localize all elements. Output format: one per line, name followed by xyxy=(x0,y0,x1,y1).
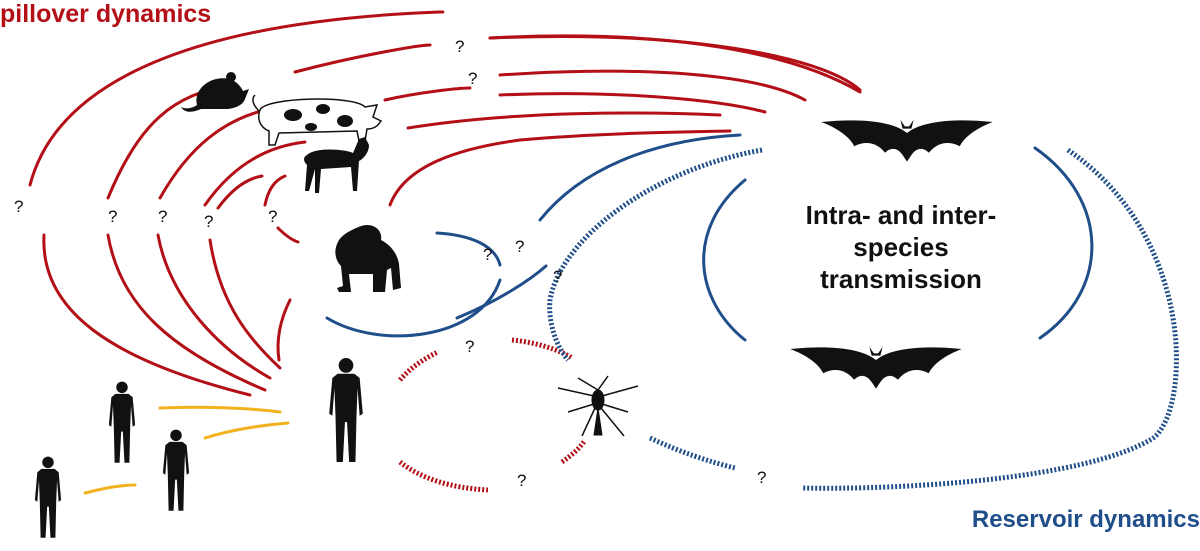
human-icon xyxy=(329,358,363,462)
transmission-label-line1: Intra- and inter- xyxy=(746,199,1056,231)
spillover-dynamics-title: pillover dynamics xyxy=(0,0,211,29)
reservoir-dynamics-title: Reservoir dynamics xyxy=(972,506,1200,534)
question-mark: ? xyxy=(468,69,477,88)
question-mark: ? xyxy=(108,207,117,226)
question-mark: ? xyxy=(158,207,167,226)
question-mark: ? xyxy=(483,245,492,264)
vector-spillover-arcs xyxy=(400,340,585,490)
chimpanzee-icon xyxy=(335,225,401,292)
mouse-icon xyxy=(181,72,249,112)
question-mark: ? xyxy=(14,197,23,216)
question-mark: ? xyxy=(204,212,213,231)
mosquito-icon xyxy=(558,376,638,436)
bat-icon xyxy=(821,120,993,162)
transmission-label-line2: species xyxy=(746,231,1056,263)
bat-icon xyxy=(790,347,962,389)
goat-icon xyxy=(304,137,369,193)
transmission-label: Intra- and inter- species transmission xyxy=(746,199,1056,295)
human-icon xyxy=(163,430,189,511)
question-mark: ? xyxy=(455,37,464,56)
question-mark: ? xyxy=(465,337,474,356)
question-mark: ? xyxy=(517,471,526,490)
transmission-label-line3: transmission xyxy=(746,263,1056,295)
question-mark: ? xyxy=(515,237,524,256)
spillover-arcs xyxy=(30,12,860,395)
question-mark: ? xyxy=(553,267,562,286)
human-icon xyxy=(35,457,61,538)
pig-icon xyxy=(253,95,381,145)
question-mark: ? xyxy=(268,207,277,226)
question-mark: ? xyxy=(757,468,766,487)
human-icon xyxy=(109,382,135,463)
